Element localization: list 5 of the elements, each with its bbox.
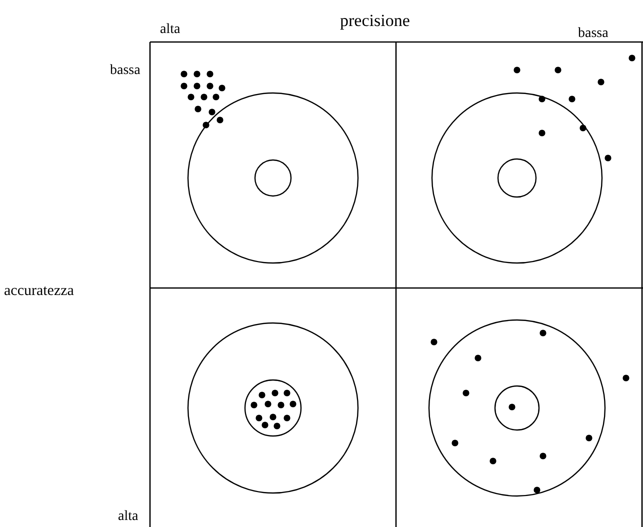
axis-label: bassa (110, 64, 140, 78)
axis-label: alta (118, 510, 138, 524)
axis-title: precisione (340, 12, 410, 29)
axis-label: bassa (578, 27, 608, 41)
axis-label: alta (160, 23, 180, 37)
